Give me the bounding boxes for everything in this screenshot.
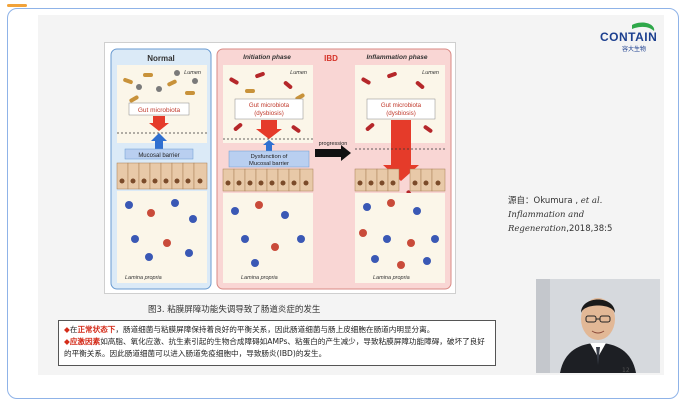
brand-name: CONTAIN <box>600 30 658 44</box>
page-number: 12 <box>622 367 630 374</box>
gut-microbiota-dysbiosis-label-inflammation: Gut microbiota <box>381 102 422 109</box>
panel-normal-title: Normal <box>147 54 175 63</box>
citation-author: Okumura , <box>533 196 581 206</box>
lamina-propria-label-normal: Lamina propria <box>125 275 162 281</box>
citation-journal-2: Regeneration <box>508 224 567 234</box>
initiation-phase-title: Initiation phase <box>243 54 291 61</box>
inflammation-phase-title: Inflammation phase <box>366 54 427 61</box>
lamina-propria-label-inflammation: Lamina propria <box>373 275 410 281</box>
progression-label: progression <box>319 141 348 147</box>
citation-etal: et al. <box>580 196 603 206</box>
citation-year: ,2018,38:5 <box>566 224 613 234</box>
corner-accent <box>7 4 27 7</box>
gut-microbiota-label-normal: Gut microbiota <box>138 107 181 114</box>
dysbiosis-label-initiation: (dysbiosis) <box>254 110 284 117</box>
logo-icon <box>632 22 655 31</box>
ibd-figure: Normal Lumen Gut microbiota Mucosal barr… <box>104 42 456 294</box>
lumen-label-normal: Lumen <box>184 70 201 76</box>
citation: 源自：Okumura , et al. Inflammation and Reg… <box>508 194 612 236</box>
webcam-presenter <box>536 279 660 373</box>
dysfunction-label-2: Mucosal barrier <box>249 161 289 167</box>
explanation-box: ◆在正常状态下，肠道细菌与粘膜屏障保持着良好的平衡关系，因此肠道细菌与肠上皮细胞… <box>58 320 496 366</box>
note-2-highlight: 应激因素 <box>69 337 101 346</box>
dysfunction-label-1: Dysfunction of <box>251 154 288 160</box>
lumen-label-initiation: Lumen <box>290 70 307 76</box>
dysbiosis-label-inflammation: (dysbiosis) <box>386 110 416 117</box>
panel-ibd-title: IBD <box>324 54 338 63</box>
presenter-video-icon <box>536 279 660 373</box>
lamina-propria-label-initiation: Lamina propria <box>241 275 278 281</box>
mucosal-barrier-label: Mucosal barrier <box>138 153 179 159</box>
gut-microbiota-dysbiosis-label-initiation: Gut microbiota <box>249 102 290 109</box>
note-2-text: 如高脂、氧化应激、抗生素引起的生物合成障碍如AMPs、粘蛋白的产生减少，导致粘膜… <box>64 337 485 358</box>
figure-caption: 图3. 粘膜屏障功能失调导致了肠道炎症的发生 <box>148 305 321 315</box>
bullet-1: ◆ <box>64 325 70 334</box>
bullet-2: ◆ <box>64 337 70 346</box>
brand-subtitle: 容大生物 <box>622 46 647 53</box>
brand-logo <box>558 21 658 51</box>
note-1-text: ，肠道细菌与粘膜屏障保持着良好的平衡关系，因此肠道细菌与肠上皮细胞在肠道内明显分… <box>115 325 435 334</box>
citation-prefix: 源自： <box>508 196 534 206</box>
note-1-highlight: 正常状态下 <box>77 325 116 334</box>
note-1-pre: 在 <box>69 325 78 334</box>
lumen-label-inflammation: Lumen <box>422 70 439 76</box>
citation-journal-1: Inflammation and <box>508 210 585 220</box>
